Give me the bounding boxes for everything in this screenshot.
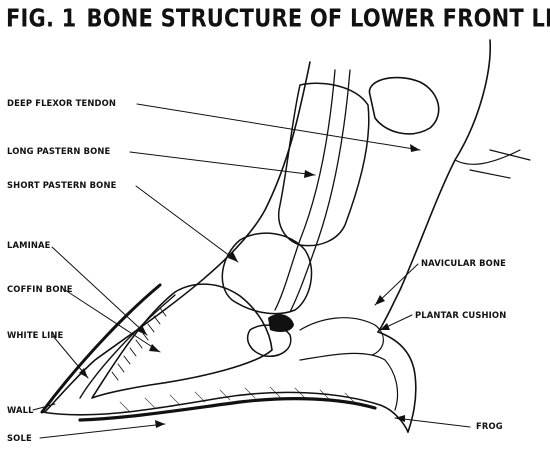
label-navicular-bone: NAVICULAR BONE (421, 258, 506, 268)
hoof-wall-front (40, 283, 162, 414)
label-plantar-cushion: PLANTAR CUSHION (415, 310, 507, 320)
heel-outline (377, 331, 417, 433)
sole-thick-line (78, 397, 377, 422)
label-short-pastern-bone: SHORT PASTERN BONE (7, 180, 117, 190)
leader-lines (32, 103, 471, 439)
long-pastern-bone (278, 82, 370, 247)
short-pastern-bone (221, 232, 313, 315)
navicular-dark-fill (268, 314, 294, 333)
label-laminae: LAMINAE (7, 240, 51, 250)
hair-tuft (454, 149, 531, 179)
label-deep-flexor-tendon: DEEP FLEXOR TENDON (7, 98, 117, 108)
label-coffin-bone: COFFIN BONE (7, 284, 73, 294)
frog-outline (299, 352, 399, 411)
hoof-wall-inner (79, 294, 176, 399)
label-white-line: WHITE LINE (7, 330, 64, 340)
label-long-pastern-bone: LONG PASTERN BONE (7, 146, 111, 156)
label-sole: SOLE (7, 433, 32, 443)
plantar-cushion-outline (299, 317, 384, 356)
laminae-hatching (111, 307, 167, 381)
figure-title-text: BONE STRUCTURE OF LOWER FRONT LEG (86, 4, 550, 33)
coffin-bone (91, 283, 273, 399)
leg-back-outline (377, 39, 492, 333)
figure-title: FIG. 1 BONE STRUCTURE OF LOWER FRONT LEG (6, 4, 550, 32)
sole-hatching (119, 386, 356, 413)
arrowheads (79, 144, 420, 428)
label-wall: WALL (7, 405, 34, 415)
deep-flexor-tendon (274, 69, 336, 311)
figure-number: FIG. 1 (6, 4, 77, 33)
sesamoid-bone (368, 76, 440, 135)
leg-front-outline (44, 61, 311, 413)
hoof-sole-outline (41, 391, 409, 433)
label-frog: FROG (476, 421, 503, 431)
deep-flexor-tendon-2 (289, 69, 351, 313)
